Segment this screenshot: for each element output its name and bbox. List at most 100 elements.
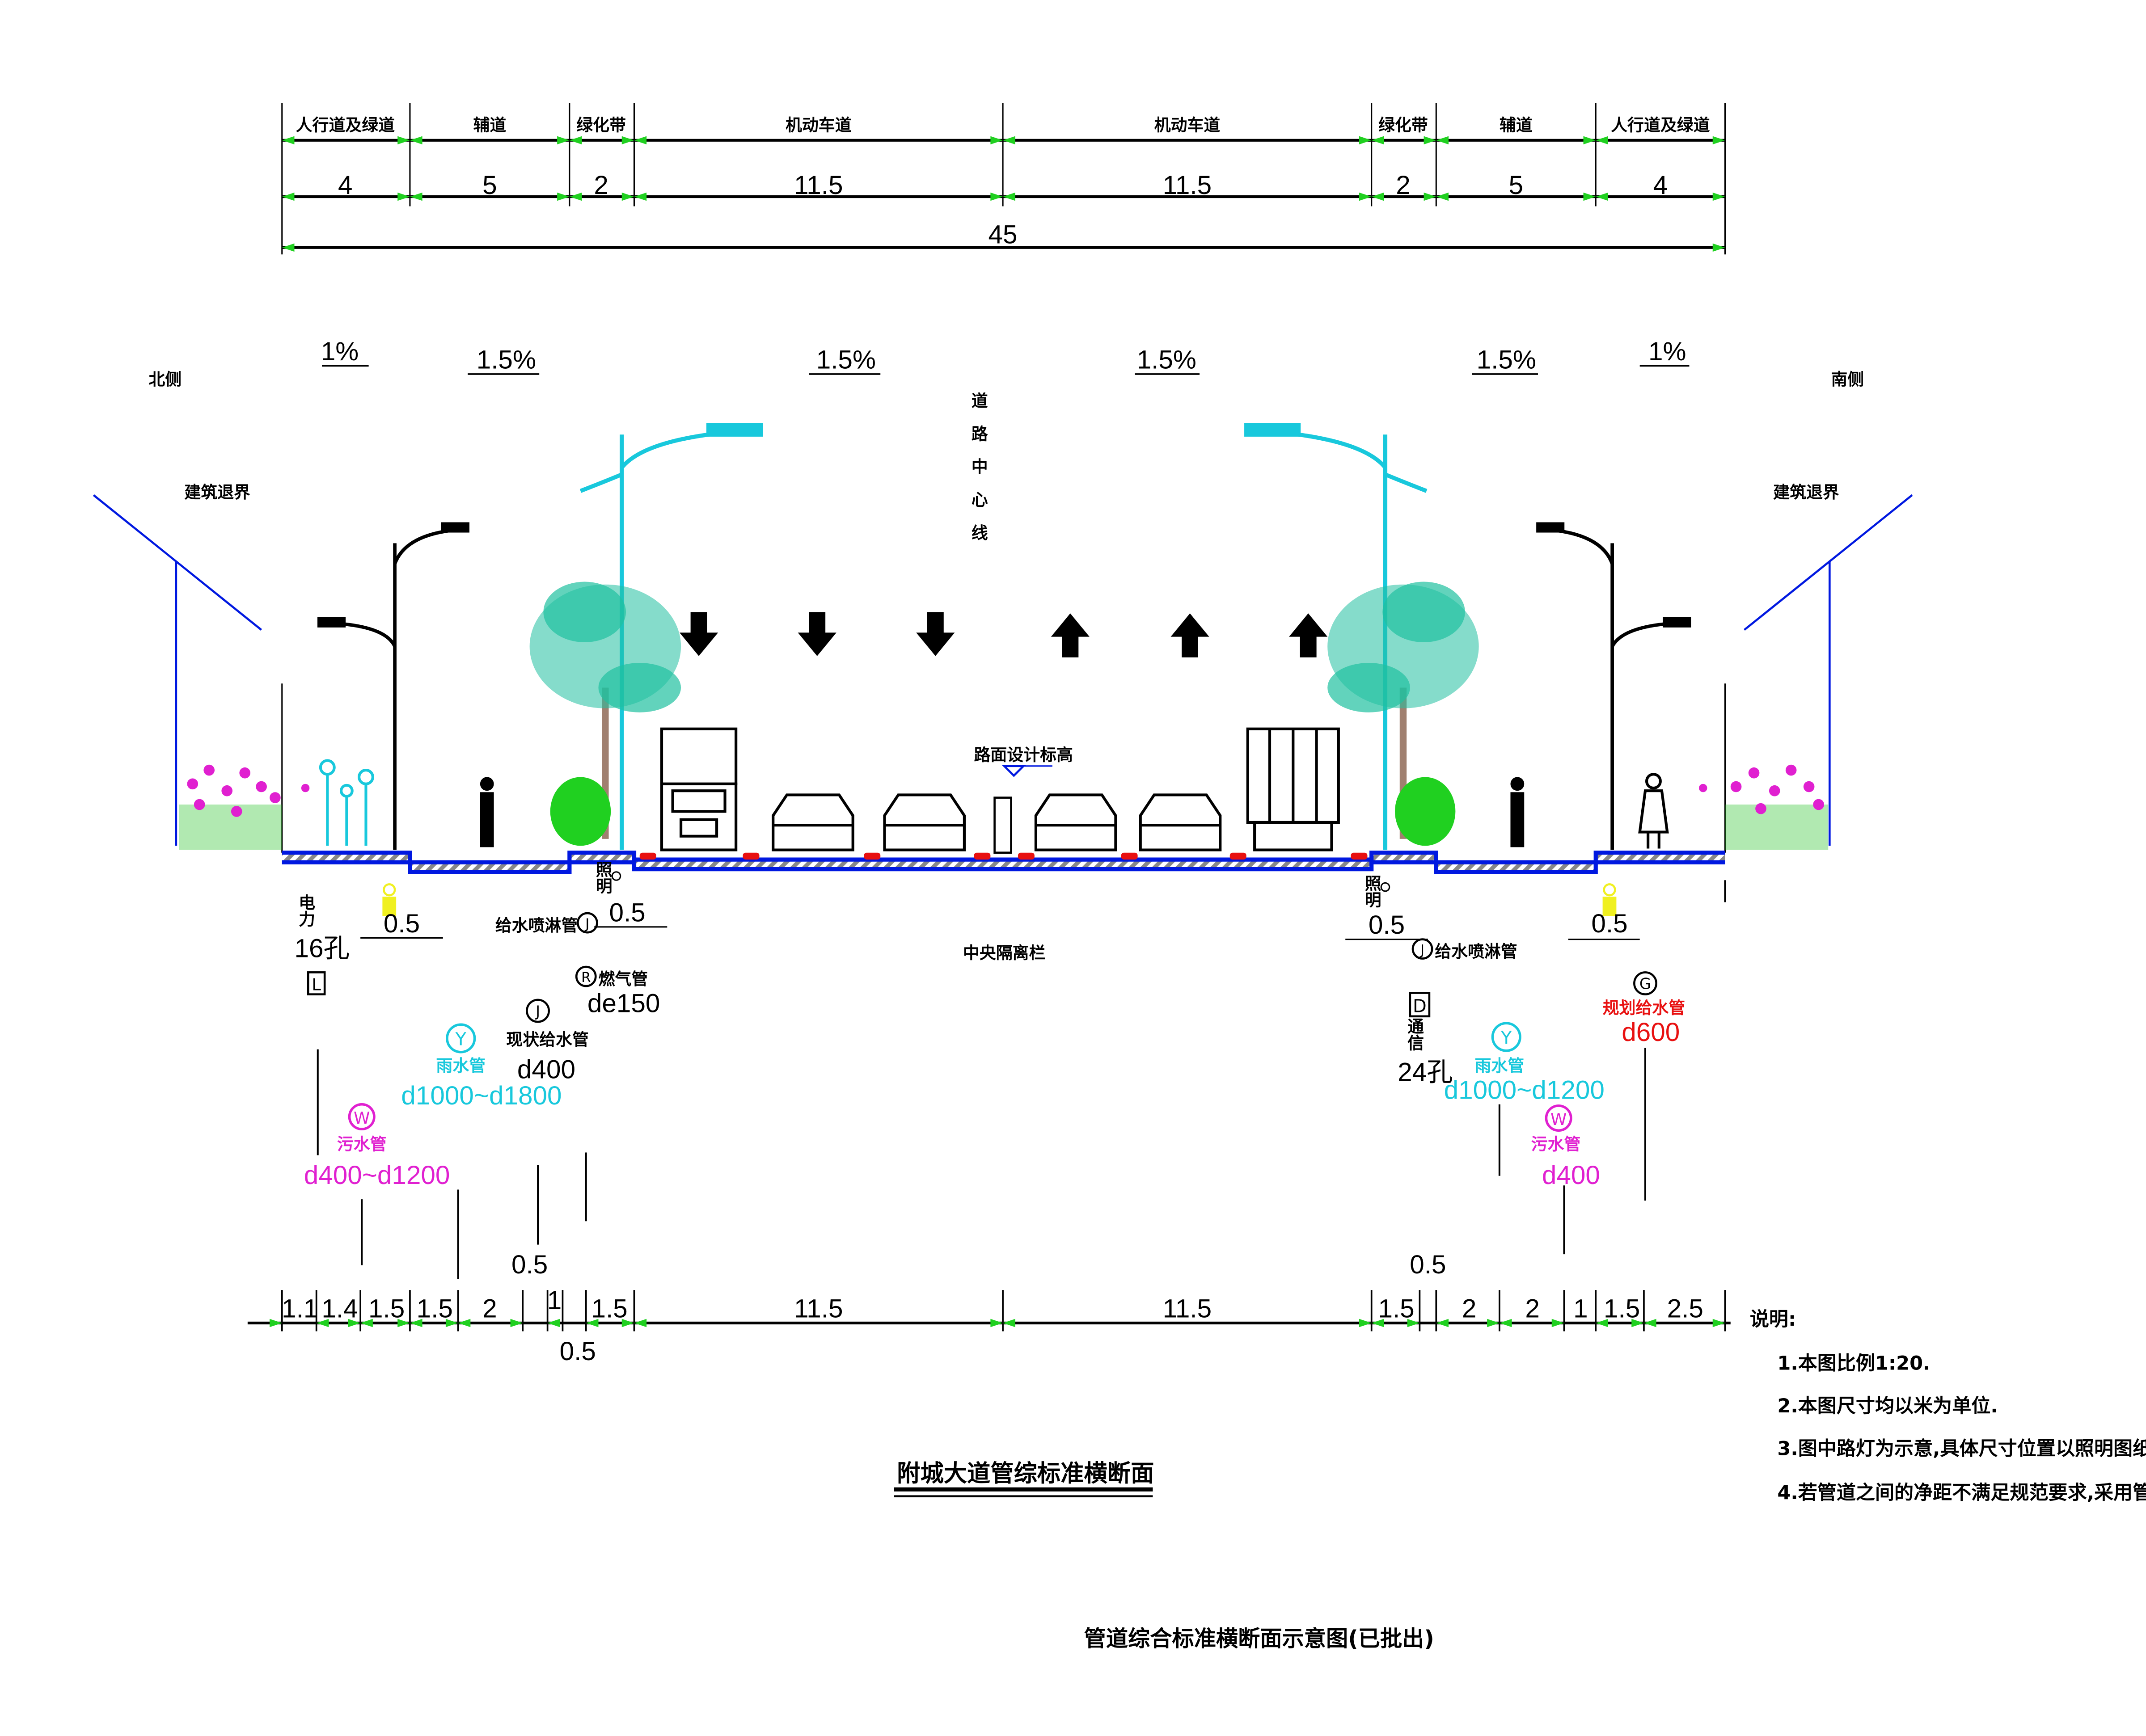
segment-width: 2 xyxy=(594,171,608,200)
truck-left-icon xyxy=(660,727,738,851)
dim-arrows xyxy=(282,136,1725,252)
truck-right-icon xyxy=(1246,727,1340,851)
note-item: 4.若管道之间的净距不满足规范要求,采用管道保护措施. xyxy=(1777,1482,2146,1504)
segment-label: 人行道及绿道 xyxy=(296,115,395,135)
lane-markers xyxy=(639,852,1368,860)
spray-pipe-symbol-icon xyxy=(577,912,598,934)
median-barrier-label: 中央隔离栏 xyxy=(963,944,1046,963)
bottom-dim-label: 1.5 xyxy=(1378,1294,1414,1323)
arrow-up-icon xyxy=(1289,613,1328,657)
road-centerline-label: 道路中心线 xyxy=(968,392,988,557)
rain-pipe-symbol: Y xyxy=(1500,1028,1512,1048)
design-elevation-marker: 路面设计标高 xyxy=(974,746,1073,854)
top-segment-labels: 人行道及绿道 辅道 绿化带 机动车道 机动车道 绿化带 辅道 人行道及绿道 4 … xyxy=(296,115,1710,249)
car-icon xyxy=(1139,793,1222,851)
building-setback-lines xyxy=(93,494,1913,846)
note-item: 3.图中路灯为示意,具体尺寸位置以照明图纸为准. xyxy=(1777,1437,2146,1460)
lighting-label: 照明 xyxy=(593,861,612,894)
spray-pipe-symbol: J xyxy=(584,916,589,932)
bottom-dim-label: 1.5 xyxy=(1604,1294,1640,1323)
building-setback-right: 建筑退界 xyxy=(1773,483,1839,502)
median-barrier-icon xyxy=(993,796,1012,854)
flower-bed-right-icon xyxy=(1699,764,1829,850)
drawing-title: 管道综合标准横断面示意图(已批出) xyxy=(1084,1626,1434,1652)
lighting-label: 照明 xyxy=(1362,875,1381,908)
slope-label: 1.5% xyxy=(1137,346,1196,375)
pipe-leader-lines xyxy=(1498,880,1726,1255)
segment-label: 机动车道 xyxy=(1154,115,1221,135)
water-pipe-label: 现状给水管 xyxy=(506,1030,589,1049)
slope-label: 1% xyxy=(321,337,359,366)
bottom-dim-label: 1.1 xyxy=(282,1294,318,1323)
pipes-left: 电力 16孔 L 0.5 给水喷淋管 J 照明 0.5 R 燃气管 de150 … xyxy=(294,861,667,1279)
building-setback-left: 建筑退界 xyxy=(184,483,250,502)
bottom-dim-extra: 0.5 xyxy=(1410,1250,1446,1279)
segment-width: 4 xyxy=(338,171,353,200)
sewage-pipe-symbol: W xyxy=(1550,1110,1567,1129)
bottom-dim-label: 2 xyxy=(1525,1294,1540,1323)
spray-pipe-symbol-icon xyxy=(1411,938,1433,960)
street-light-small-left-icon xyxy=(317,522,470,850)
comm-label: 通信 xyxy=(1405,1018,1424,1051)
rain-pipe-label: 雨水管 xyxy=(1474,1056,1524,1075)
comm-holes: 24孔 xyxy=(1398,1058,1453,1087)
sewage-pipe-size: d400 xyxy=(1542,1161,1600,1190)
bottom-dimensions: 1.1 1.4 1.5 1.5 2 1 1.5 11.5 11.5 1.5 2 … xyxy=(247,1250,1731,1366)
car-icon xyxy=(772,793,854,851)
planned-water-pipe-symbol-icon xyxy=(1633,971,1657,995)
pedestrians-family-icon xyxy=(319,759,374,846)
gas-pipe-symbol: R xyxy=(581,969,591,986)
road-surface xyxy=(282,851,1725,874)
power-duct-icon xyxy=(307,971,326,995)
bottom-dim-label: 1 xyxy=(1573,1294,1588,1323)
sewage-pipe-symbol-icon xyxy=(1545,1104,1572,1132)
spray-pipe-label: 给水喷淋管 xyxy=(495,916,578,935)
rain-pipe-symbol: Y xyxy=(455,1029,467,1049)
rain-pipe-symbol-icon xyxy=(446,1023,476,1053)
bottom-dim-label: 1.5 xyxy=(591,1294,627,1323)
gas-pipe-symbol-icon xyxy=(575,965,597,987)
bottom-dim-label: 1.5 xyxy=(417,1294,453,1323)
segment-width: 2 xyxy=(1396,171,1411,200)
spray-pipe-label: 给水喷淋管 xyxy=(1435,942,1517,961)
pedestrian-right-sidewalk-icon xyxy=(1638,773,1669,849)
south-side-label: 南侧 xyxy=(1831,370,1864,389)
rain-pipe-label: 雨水管 xyxy=(436,1056,486,1075)
rain-pipe-symbol-icon xyxy=(1491,1022,1521,1052)
gas-pipe-size: de150 xyxy=(587,989,660,1018)
tree-left-icon xyxy=(529,581,681,839)
sewage-pipe-symbol: W xyxy=(354,1108,370,1128)
shrub-left-icon xyxy=(550,777,611,846)
slope-label: 1.5% xyxy=(1477,346,1536,375)
sewage-pipe-label: 污水管 xyxy=(1531,1134,1581,1154)
arrow-down-icon xyxy=(798,612,836,656)
pedestrian-right-icon xyxy=(1510,777,1525,847)
arrow-down-icon xyxy=(916,612,955,656)
clearance-label: 0.5 xyxy=(609,898,645,927)
bottom-dim-label: 2 xyxy=(482,1294,497,1323)
power-label: 电力 xyxy=(296,894,315,927)
notes: 说明: 1.本图比例1:20. 2.本图尺寸均以米为单位. 3.图中路灯为示意,… xyxy=(1750,1308,2146,1504)
sewage-pipe-symbol-icon xyxy=(348,1103,376,1130)
total-width: 45 xyxy=(989,220,1018,249)
dimension-extension-lines xyxy=(281,103,1726,255)
pipe-leader-lines xyxy=(317,1049,587,1279)
design-elevation-label: 路面设计标高 xyxy=(974,746,1073,765)
segment-label: 人行道及绿道 xyxy=(1611,115,1710,135)
segment-label: 绿化带 xyxy=(576,115,626,135)
flower-bed-left-icon xyxy=(179,764,310,850)
slope-label: 1% xyxy=(1648,337,1686,366)
street-light-small-right-icon xyxy=(1536,522,1691,850)
segment-width: 5 xyxy=(1509,171,1524,200)
bottom-dim-label: 11.5 xyxy=(1163,1294,1212,1323)
arrow-up-icon xyxy=(1051,613,1090,657)
bottom-dim-label: 1.4 xyxy=(321,1294,358,1323)
segment-label: 辅道 xyxy=(1500,115,1533,135)
clearance-label: 0.5 xyxy=(1369,910,1405,940)
comm-duct-icon xyxy=(1409,992,1431,1018)
water-pipe-size: d400 xyxy=(517,1055,575,1084)
power-holes: 16孔 xyxy=(294,934,349,963)
slope-label: 1.5% xyxy=(816,346,876,375)
segment-width: 5 xyxy=(482,171,497,200)
